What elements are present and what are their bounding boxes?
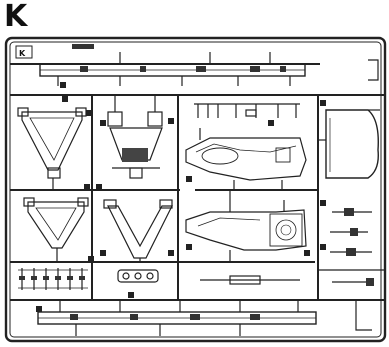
lower-center-plate [185,190,307,262]
sheet-letter: K [4,0,28,34]
top-posts [194,103,300,118]
bottom-middle-pieces [117,269,300,285]
frame-tag: K [19,49,26,58]
bottom-left-posts [18,268,88,290]
left-lower-a-arm [23,197,89,262]
bottom-chassis-rail [37,300,372,336]
middle-upper-bracket [107,95,163,179]
left-upper-a-arm [17,107,87,190]
part-number-tags [36,82,326,312]
upper-center-plate [185,128,307,190]
right-panel [318,109,379,179]
runner-grid [10,94,385,301]
right-side-pieces [318,59,385,286]
top-chassis-rail [10,52,320,86]
frame-tag-box: K [15,44,94,59]
middle-lower-v-arm [103,199,173,262]
